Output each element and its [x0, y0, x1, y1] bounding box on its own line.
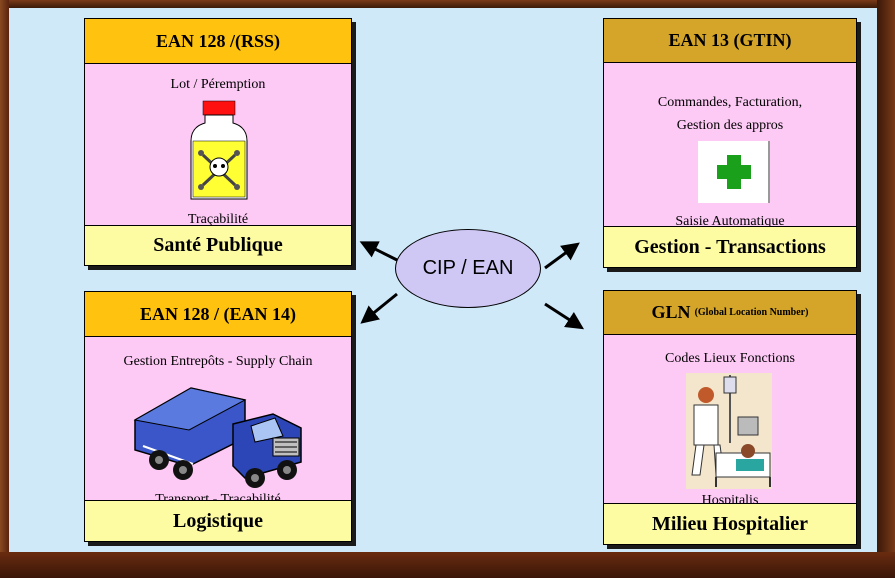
poison-bottle-icon — [190, 100, 248, 200]
box-footer: Gestion - Transactions — [604, 226, 856, 267]
box-top-text-2: Gestion des appros — [676, 118, 784, 133]
center-label: CIP / EAN — [422, 257, 514, 279]
box-header: GLN (Global Location Number) — [604, 291, 856, 335]
frame-bottom — [0, 552, 895, 578]
box-top-text-1: Commandes, Facturation, — [657, 95, 803, 110]
frame-left — [0, 0, 9, 578]
box-top-text: Lot / Péremption — [170, 77, 266, 92]
box-footer: Logistique — [85, 500, 351, 541]
header-small: (Global Location Number) — [694, 307, 809, 318]
truck-icon — [133, 387, 302, 488]
box-gestion-transactions: EAN 13 (GTIN) Commandes, Facturation, Ge… — [603, 18, 857, 268]
slide-canvas: EAN 128 /(RSS) Lot / Péremption Traçabil… — [9, 8, 877, 552]
arrow-to-gestion — [544, 242, 580, 270]
box-sante-publique: EAN 128 /(RSS) Lot / Péremption Traçabil… — [84, 18, 352, 266]
header-main: GLN — [651, 302, 691, 322]
box-header: EAN 128 / (EAN 14) — [85, 292, 351, 337]
box-top-text: Gestion Entrepôts - Supply Chain — [123, 354, 313, 369]
box-milieu-hospitalier: GLN (Global Location Number) Codes Lieux… — [603, 290, 857, 545]
frame-right — [877, 0, 895, 578]
frame-top — [0, 0, 895, 8]
box-logistique: EAN 128 / (EAN 14) Gestion Entrepôts - S… — [84, 291, 352, 542]
box-footer: Milieu Hospitalier — [604, 503, 856, 544]
green-cross-icon — [698, 141, 770, 203]
box-footer: Santé Publique — [85, 225, 351, 265]
box-bottom-text: Saisie Automatique — [675, 214, 785, 229]
arrow-to-logistique — [360, 292, 398, 324]
box-top-text: Codes Lieux Fonctions — [665, 351, 795, 366]
hospital-scene-icon — [686, 373, 772, 489]
arrow-to-sante — [359, 241, 398, 262]
center-oval: CIP / EAN — [395, 229, 541, 308]
box-bottom-text: Traçabilité — [187, 212, 249, 227]
box-header: EAN 13 (GTIN) — [604, 19, 856, 63]
arrow-to-hospitalier — [544, 302, 585, 330]
box-header: EAN 128 /(RSS) — [85, 19, 351, 64]
